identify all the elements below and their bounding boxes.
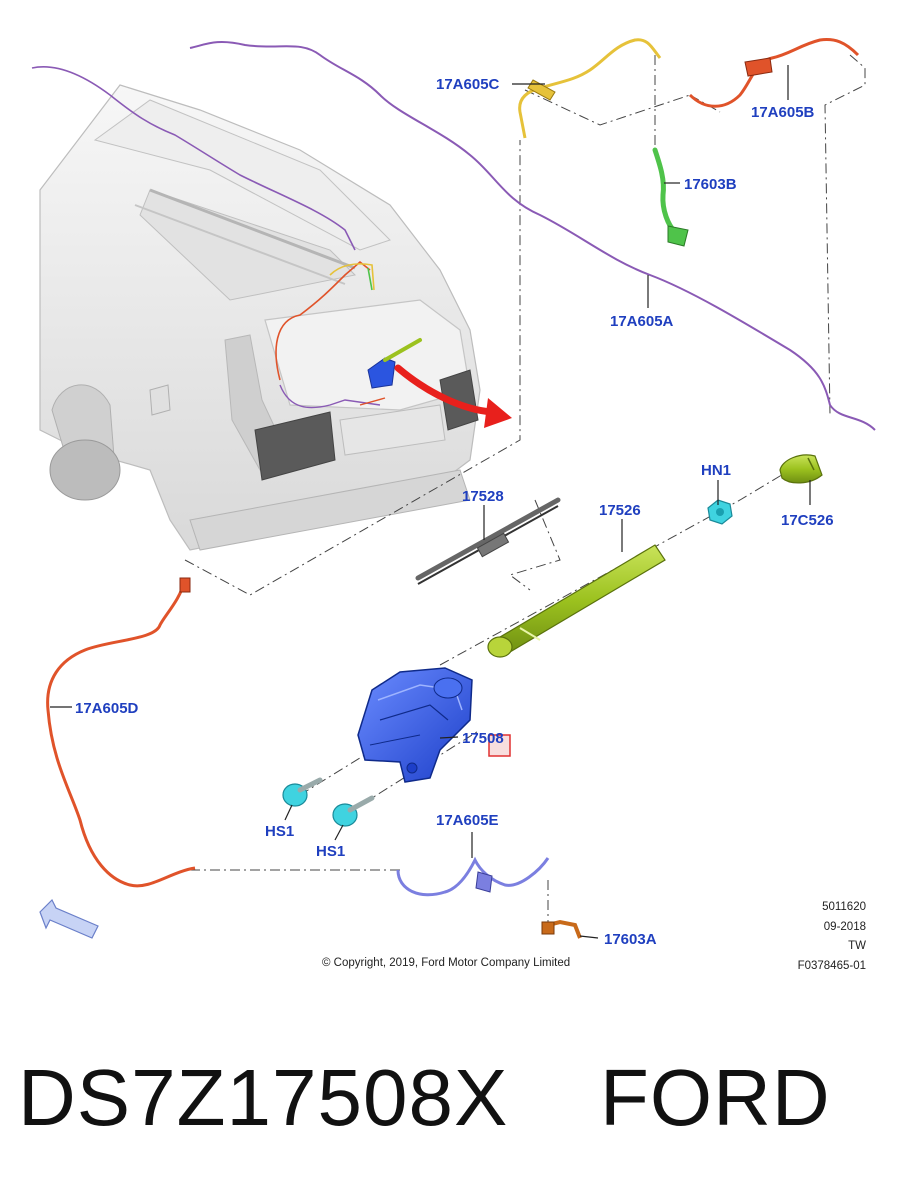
callout-hn1: HN1 xyxy=(701,462,732,479)
connector-17a605b xyxy=(744,57,773,77)
harness-17a605d xyxy=(46,579,196,888)
meta-date: 09-2018 xyxy=(823,920,866,933)
nut-hn1 xyxy=(707,499,733,525)
figure-meta: 5011620 09-2018 TW F0378465-01 xyxy=(746,898,866,976)
callout-17603b: 17603B xyxy=(684,176,737,193)
hose-17603b xyxy=(652,147,678,235)
callout-17526: 17526 xyxy=(599,502,641,519)
brand-caption: FORD xyxy=(600,1053,831,1142)
front-direction-arrow-icon xyxy=(39,898,99,939)
callout-17a605a: 17A605A xyxy=(610,313,674,330)
callout-17a605b: 17A605B xyxy=(751,104,815,121)
copyright-notice: © Copyright, 2019, Ford Motor Company Li… xyxy=(322,957,571,969)
wiper-arm-17526 xyxy=(487,544,666,658)
callout-17a605d: 17A605D xyxy=(75,700,139,717)
meta-code: 5011620 xyxy=(822,901,866,913)
cap-17c526 xyxy=(779,454,823,484)
bolt-hs1-a xyxy=(282,777,323,807)
connector-17a605c xyxy=(527,79,556,101)
bolt-hs1-b xyxy=(332,795,375,827)
hose-fitting-17603b xyxy=(667,225,689,247)
callout-17508: 17508 xyxy=(462,730,504,747)
harness-17a605a xyxy=(189,41,876,431)
callout-hs1-b: HS1 xyxy=(316,843,346,860)
vehicle-illustration xyxy=(39,84,512,551)
harness-17a605c xyxy=(518,38,662,139)
diagram-canvas xyxy=(31,38,876,939)
meta-initials: TW xyxy=(848,940,866,952)
callout-17a605c: 17A605C xyxy=(436,76,500,93)
highlight-marker xyxy=(488,734,511,757)
harness-17a605b xyxy=(688,38,860,108)
wiper-motor-17508 xyxy=(357,667,473,783)
harness-vehicle-purple xyxy=(31,66,356,251)
callout-leaders xyxy=(50,65,811,939)
callout-17528: 17528 xyxy=(462,488,504,505)
exploded-parts-diagram: 17A605C 17A605B 17603B 17A605A HN1 17528… xyxy=(31,38,876,976)
callout-17c526: 17C526 xyxy=(781,512,834,529)
harness-17a605e xyxy=(396,856,550,897)
callout-hs1-a: HS1 xyxy=(265,823,295,840)
part-number-caption: DS7Z17508X xyxy=(18,1053,509,1142)
wiper-blade-17528 xyxy=(415,497,561,585)
meta-figure-id: F0378465-01 xyxy=(797,959,866,972)
callout-17603a: 17603A xyxy=(604,931,657,948)
callout-17a605e: 17A605E xyxy=(436,812,499,829)
